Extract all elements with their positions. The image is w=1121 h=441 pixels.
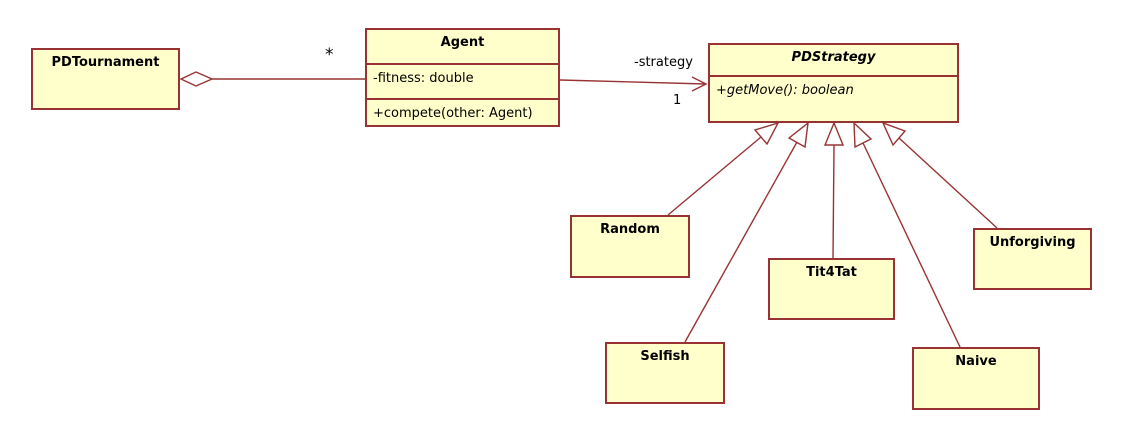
association-role-label: -strategy — [634, 55, 693, 70]
generalization-triangle-icon — [753, 121, 780, 146]
generalization-triangle-icon — [787, 121, 809, 149]
class-box-unforgiving[interactable]: Unforgiving — [973, 228, 1092, 290]
generalization-line-unforgiving — [898, 137, 998, 229]
class-name: Random — [600, 222, 660, 237]
class-name: Agent — [440, 35, 485, 50]
generalization-triangle-icon — [881, 121, 907, 147]
method-row: +getMove(): boolean — [716, 83, 854, 98]
class-name: Naive — [955, 354, 997, 369]
generalization-line-selfish — [684, 141, 798, 343]
attributes-compartment: -fitness: double — [367, 63, 558, 98]
generalization-line-tit4tat — [832, 144, 835, 259]
open-arrowhead-icon — [691, 76, 708, 92]
method-row: +compete(other: Agent) — [373, 106, 533, 121]
class-name: Selfish — [640, 349, 690, 364]
class-box-naive[interactable]: Naive — [912, 347, 1040, 410]
class-box-selfish[interactable]: Selfish — [605, 342, 725, 404]
multiplicity-label-one: 1 — [673, 93, 682, 108]
class-name: PDTournament — [51, 55, 160, 70]
class-box-pdstrategy[interactable]: PDStrategy +getMove(): boolean — [708, 43, 959, 123]
association-line — [559, 79, 707, 85]
generalization-triangle-icon — [853, 121, 873, 149]
multiplicity-label-star: * — [325, 45, 334, 65]
class-name: PDStrategy — [791, 50, 876, 65]
class-box-random[interactable]: Random — [570, 215, 690, 278]
generalization-line-naive — [862, 142, 961, 348]
class-name: Tit4Tat — [806, 265, 857, 280]
generalization-line-random — [667, 136, 762, 216]
methods-compartment: +getMove(): boolean — [710, 75, 957, 121]
methods-compartment: +compete(other: Agent) — [367, 98, 558, 128]
attribute-row: -fitness: double — [373, 71, 474, 86]
aggregation-diamond-icon — [179, 71, 214, 87]
class-box-tit4tat[interactable]: Tit4Tat — [768, 258, 895, 320]
class-box-agent[interactable]: Agent -fitness: double +compete(other: A… — [365, 28, 560, 127]
class-name: Unforgiving — [989, 235, 1076, 250]
class-box-pdtournament[interactable]: PDTournament — [31, 48, 180, 110]
generalization-triangle-icon — [823, 121, 845, 146]
